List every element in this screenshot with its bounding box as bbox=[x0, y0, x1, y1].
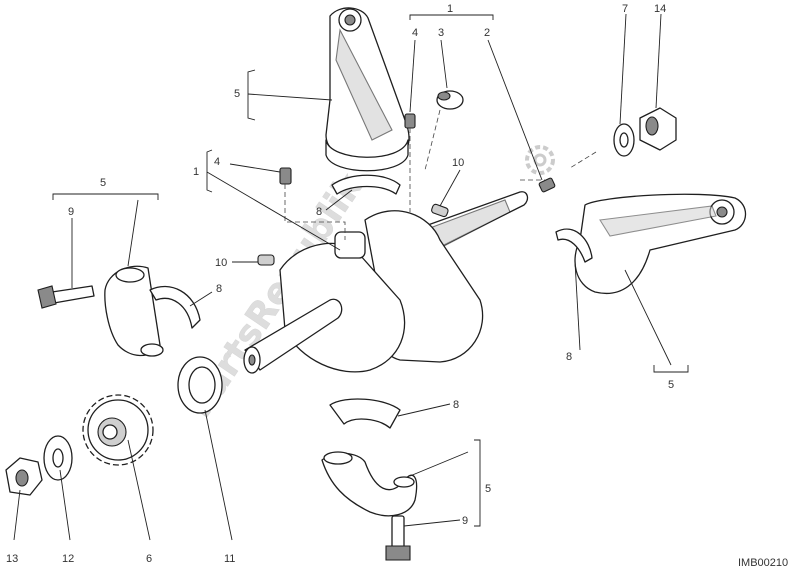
callout-5-right: 5 bbox=[668, 379, 674, 391]
washer-7 bbox=[613, 123, 635, 157]
callout-2: 2 bbox=[484, 27, 490, 39]
key-10-left bbox=[257, 254, 275, 266]
assembly-dash-5 bbox=[569, 151, 597, 169]
callout-8-bottom: 8 bbox=[453, 399, 459, 411]
nut-3 bbox=[436, 90, 464, 110]
assembly-dash-3 bbox=[424, 109, 441, 171]
callout-10-left: 10 bbox=[215, 257, 227, 269]
left-bearing-shell bbox=[149, 285, 201, 329]
callout-5-left: 5 bbox=[100, 177, 106, 189]
callout-9-left: 9 bbox=[68, 206, 74, 218]
callout-5-bottom: 5 bbox=[485, 483, 491, 495]
callout-10-right: 10 bbox=[452, 157, 464, 169]
nut-13 bbox=[5, 457, 43, 496]
nut-14 bbox=[639, 107, 677, 151]
callout-8-left: 8 bbox=[216, 283, 222, 295]
callout-11: 11 bbox=[224, 553, 235, 565]
thrust-washer-11 bbox=[177, 356, 223, 414]
bolt-9-left bbox=[37, 285, 95, 309]
callout-14: 14 bbox=[654, 3, 666, 15]
callout-4-left: 4 bbox=[214, 156, 220, 168]
assembly-dash-1 bbox=[284, 184, 346, 240]
callout-6: 6 bbox=[146, 553, 152, 565]
bolt-9-bottom bbox=[385, 515, 411, 561]
watermark-gear-icon bbox=[525, 145, 555, 175]
upper-bearing-shell bbox=[331, 174, 401, 195]
callouts: 1 4 3 2 7 14 5 1 4 8 10 10 5 9 8 8 5 8 5… bbox=[6, 3, 788, 569]
bolt-4-top bbox=[404, 113, 416, 129]
callout-3: 3 bbox=[438, 27, 444, 39]
callout-7: 7 bbox=[622, 3, 628, 15]
drawing-code: IMB00210 bbox=[738, 557, 788, 569]
callout-1-left: 1 bbox=[193, 166, 199, 178]
callout-8-right: 8 bbox=[566, 351, 572, 363]
callout-1-top: 1 bbox=[447, 3, 453, 15]
left-rod-cap bbox=[104, 265, 164, 357]
dowel-2 bbox=[538, 177, 556, 193]
upper-connecting-rod bbox=[325, 7, 410, 172]
callout-13: 13 bbox=[6, 553, 18, 565]
callout-12: 12 bbox=[62, 553, 74, 565]
callout-8-conrod-top: 8 bbox=[316, 206, 322, 218]
key-10-right bbox=[431, 203, 449, 218]
timing-gear-6 bbox=[82, 394, 154, 466]
callout-9-bottom: 9 bbox=[462, 515, 468, 527]
washer-12 bbox=[43, 435, 73, 481]
bolt-4-left bbox=[279, 167, 292, 185]
lower-rod-cap bbox=[321, 451, 418, 517]
leader-lines bbox=[13, 13, 689, 541]
lower-bearing-shell bbox=[329, 398, 401, 429]
right-connecting-rod bbox=[574, 193, 747, 294]
crankshaft bbox=[243, 191, 529, 374]
callout-5-topleft: 5 bbox=[234, 88, 240, 100]
callout-4-top: 4 bbox=[412, 27, 418, 39]
right-bearing-shell bbox=[555, 228, 593, 263]
